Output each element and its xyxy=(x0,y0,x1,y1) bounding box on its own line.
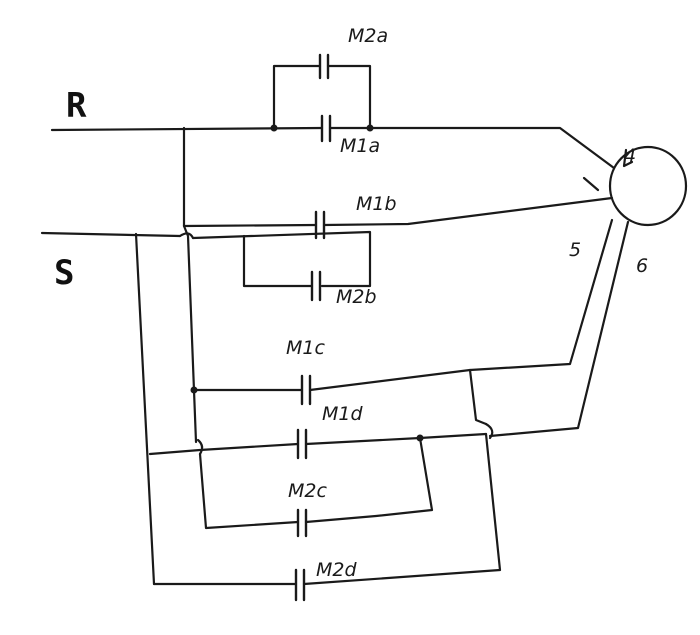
motor-terminal-5: 5 xyxy=(569,239,581,261)
bus-label-r: R xyxy=(66,86,87,126)
s-line xyxy=(40,230,372,288)
junction-dot xyxy=(366,124,374,132)
contact-m1c: M1c xyxy=(286,337,325,406)
contact-label-m2d: M2d xyxy=(316,559,357,581)
contact-m1a: M1a xyxy=(320,114,380,157)
contact-m1b: M1b xyxy=(314,193,397,240)
contact-label-m1c: M1c xyxy=(286,337,325,359)
motor-terminal-4: 4 xyxy=(624,145,636,167)
m2c-branch xyxy=(198,436,434,530)
contact-m2c: M2c xyxy=(288,480,327,538)
m1c-branch xyxy=(190,218,614,426)
r-to-motor-line xyxy=(182,126,614,228)
contact-label-m1a: M1a xyxy=(340,135,380,157)
motor-terminal-6: 6 xyxy=(636,255,648,277)
contact-m2b: M2b xyxy=(310,270,377,308)
motor-circle xyxy=(608,145,688,227)
contact-m2a: M2a xyxy=(318,25,388,80)
motor: 4 5 6 xyxy=(569,145,688,277)
junction-dot xyxy=(270,124,278,132)
contact-label-m2c: M2c xyxy=(288,480,327,502)
contact-label-m1d: M1d xyxy=(322,403,363,425)
m2d-branch xyxy=(152,432,502,586)
contact-label-m1b: M1b xyxy=(356,193,397,215)
contact-m1d: M1d xyxy=(296,403,363,460)
contact-label-m2b: M2b xyxy=(336,286,377,308)
contact-m2d: M2d xyxy=(294,559,357,602)
r-line xyxy=(50,64,616,170)
left-verticals xyxy=(134,224,198,586)
junction-dot xyxy=(190,386,198,394)
bus-label-s: S xyxy=(54,253,74,293)
contact-label-m2a: M2a xyxy=(348,25,388,47)
m1d-branch xyxy=(148,220,630,456)
